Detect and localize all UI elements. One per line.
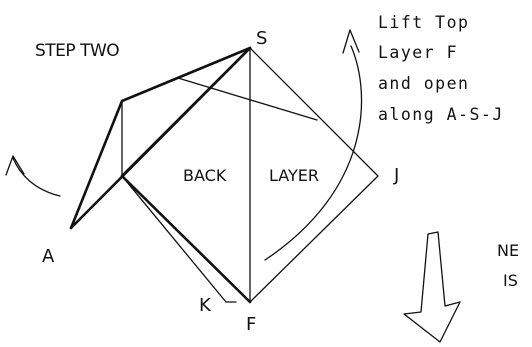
point-s-label: S bbox=[256, 28, 267, 49]
flap-inner-line bbox=[177, 77, 318, 121]
step-title: STEP TWO bbox=[35, 41, 119, 61]
region-back-label: BACK bbox=[183, 166, 227, 185]
region-layer-label: LAYER bbox=[269, 166, 319, 185]
edge-s-top-left bbox=[120, 46, 252, 103]
lift-arrow-head bbox=[342, 29, 360, 54]
edge-top-left-a bbox=[69, 99, 124, 230]
strip-left bbox=[121, 175, 227, 303]
main-square bbox=[120, 47, 379, 304]
edge-j-f bbox=[249, 175, 379, 303]
edge-s-a bbox=[69, 46, 252, 230]
flap bbox=[69, 46, 318, 303]
point-k-label: K bbox=[199, 295, 212, 316]
instruction-line-3: and open bbox=[378, 74, 469, 93]
instruction-line-2: Layer F bbox=[378, 43, 458, 62]
point-j-label: J bbox=[393, 165, 399, 186]
edge-left-f bbox=[120, 174, 252, 304]
next-label-line-1: NE bbox=[497, 241, 519, 260]
next-label-line-2: IS bbox=[503, 271, 518, 290]
open-arrow-head bbox=[5, 155, 25, 176]
lift-arrow-curve bbox=[264, 45, 363, 261]
open-arrow-curve bbox=[12, 157, 61, 197]
next-arrow bbox=[403, 231, 461, 343]
open-arrow bbox=[5, 155, 61, 197]
lift-arrow bbox=[264, 29, 363, 261]
instruction-line-1: Lift Top bbox=[378, 13, 469, 32]
edge-s-j bbox=[249, 47, 379, 177]
point-a-label: A bbox=[42, 246, 55, 267]
instructions: Lift Top Layer F and open along A-S-J bbox=[378, 13, 504, 124]
instruction-line-4: along A-S-J bbox=[378, 105, 504, 124]
next-arrow-shape bbox=[403, 231, 461, 343]
point-f-label: F bbox=[246, 314, 256, 335]
